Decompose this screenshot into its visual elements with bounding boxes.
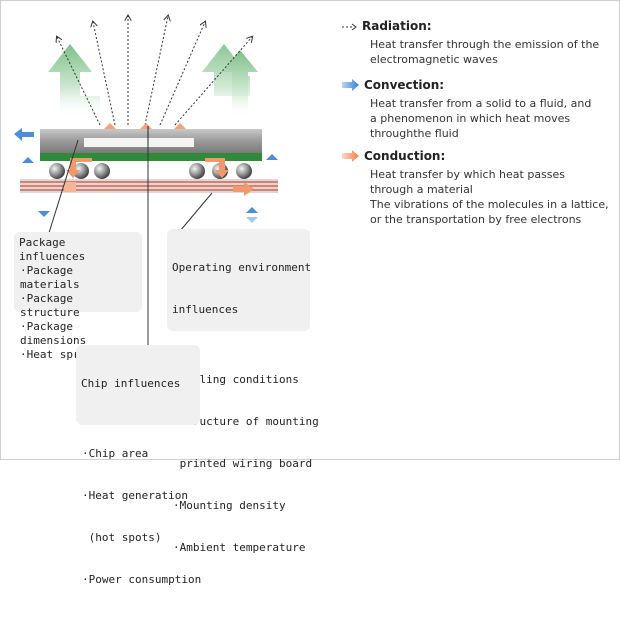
convection-plume-left [48, 44, 100, 118]
convection-arrows-small [14, 128, 278, 223]
legend-conduction-desc-line: through a material [370, 183, 473, 196]
package-influences-title: Package influences [19, 236, 86, 263]
list-item: ·Chip area [82, 447, 149, 460]
radiation-arrows [57, 16, 252, 126]
substrate [40, 153, 262, 161]
list-item: ·Package materials [20, 264, 80, 291]
legend-conduction-label: Conduction: [364, 149, 446, 163]
convection-plume-right [202, 44, 258, 118]
legend-convection-desc-line: throughthe fluid [370, 127, 459, 140]
list-item: ·Heat generation [82, 489, 188, 502]
legend-convection-desc-line: a phenomenon in which heat moves [370, 112, 571, 125]
legend-convection-desc-line: Heat transfer from a solid to a fluid, a… [370, 97, 592, 110]
legend-radiation-label: Radiation: [362, 19, 432, 33]
list-item: ·Package structure [20, 292, 80, 319]
legend-conduction: Conduction: Heat transfer by which heat … [342, 148, 618, 227]
environment-influences-title-line2: influences [172, 303, 239, 316]
legend-radiation-desc-line: electromagnetic waves [370, 53, 498, 66]
list-item: ·Package dimensions [20, 320, 87, 347]
list-item: (hot spots) [82, 531, 162, 544]
chip [84, 138, 194, 147]
orange-arrow-icon [342, 147, 360, 166]
conduction-paths [64, 158, 254, 196]
package-influences-box: Package influences ·Package materials ·P… [14, 232, 142, 361]
environment-influences-box: Operating environment influences ·Coolin… [167, 229, 319, 554]
chip-influences-box: Chip influences ·Chip area ·Heat generat… [76, 345, 201, 586]
legend-radiation: Radiation: Heat transfer through the emi… [342, 18, 618, 67]
list-item: ·Power consumption [82, 573, 202, 586]
callout-lines [47, 139, 213, 345]
legend-conduction-desc-line: Heat transfer by which heat passes [370, 168, 566, 181]
chip-influences-title: Chip influences [81, 377, 181, 390]
legend-convection: Convection: Heat transfer from a solid t… [342, 77, 618, 141]
legend-conduction-desc-line: or the transportation by free electrons [370, 213, 582, 226]
environment-influences-title-line1: Operating environment [172, 261, 312, 274]
thermal-diagram [14, 0, 278, 345]
dotted-arrow-icon [342, 17, 358, 36]
legend-conduction-desc-line: The vibrations of the molecules in a lat… [370, 198, 609, 211]
conduction-arrows-top [104, 123, 186, 129]
blue-arrow-icon [342, 76, 360, 95]
legend-radiation-desc-line: Heat transfer through the emission of th… [370, 38, 600, 51]
legend-convection-label: Convection: [364, 78, 445, 92]
